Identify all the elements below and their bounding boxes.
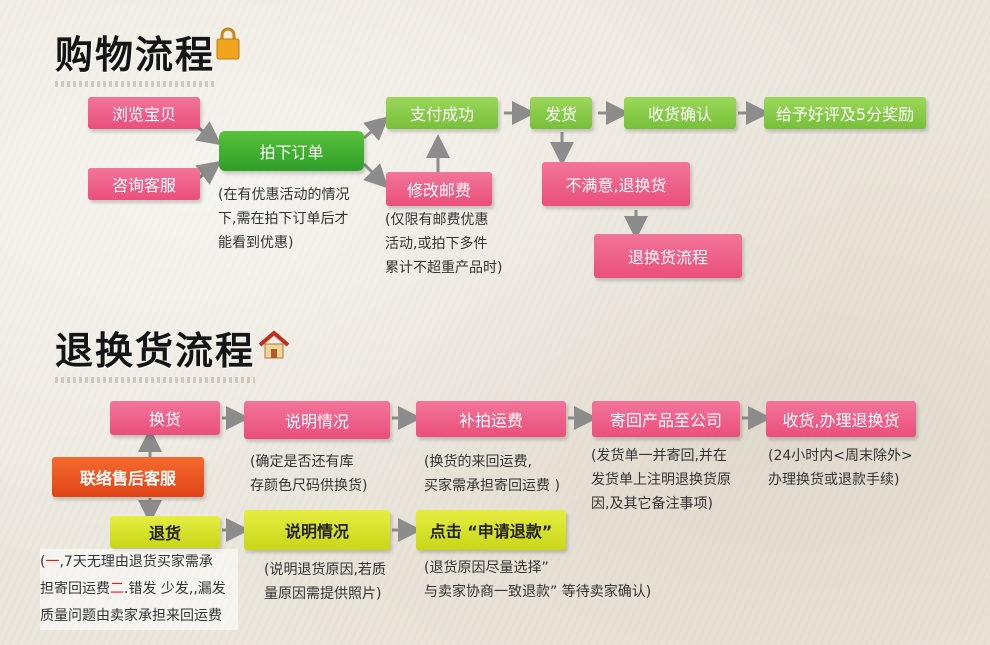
order-note: (在有优惠活动的情况 下,需在拍下订单后才 能看到优惠) bbox=[218, 187, 350, 251]
modify-postage-box: 修改邮费 bbox=[386, 172, 492, 206]
house-icon bbox=[258, 330, 290, 359]
browse-box: 浏览宝贝 bbox=[88, 97, 200, 129]
apply-note: (退货原因尽量选择” 与卖家协商一致退款” 等待卖家确认) bbox=[424, 560, 652, 600]
repay-note: (换货的来回运费, 买家需承担寄回运费 ) bbox=[424, 454, 560, 494]
exchange-box: 换货 bbox=[110, 401, 220, 435]
return-flow-box: 退换货流程 bbox=[594, 234, 742, 278]
service-box: 联络售后客服 bbox=[52, 457, 204, 497]
shopping-title: 购物流程 bbox=[55, 24, 216, 87]
postage-note: (仅限有邮费优惠 活动,或拍下多件 累计不超重产品时) bbox=[385, 212, 503, 276]
confirm-box: 收货确认 bbox=[624, 97, 736, 129]
unsatisfied-box: 不满意,退换货 bbox=[542, 162, 690, 206]
explain1-box: 说明情况 bbox=[244, 401, 390, 439]
place-order-box: 拍下订单 bbox=[219, 131, 364, 171]
send-back-box: 寄回产品至公司 bbox=[592, 401, 740, 437]
ship-box: 发货 bbox=[530, 97, 592, 129]
returns-title: 退换货流程 bbox=[55, 320, 256, 383]
lock-bag-icon bbox=[216, 27, 240, 60]
explain2-note: (说明退货原因,若质 量原因需提供照片) bbox=[264, 562, 386, 602]
receive-note: (24小时内<周末除外> 办理换货或退款手续) bbox=[768, 448, 913, 488]
review-box: 给予好评及5分奖励 bbox=[764, 97, 926, 129]
refund-box: 退货 bbox=[110, 516, 220, 548]
refund-note: (一,7天无理由退货买家需承 担寄回运费二.错发 少发,,漏发 质量问题由卖家承… bbox=[40, 549, 238, 630]
receive-box: 收货,办理退换货 bbox=[766, 401, 916, 437]
pay-box: 支付成功 bbox=[386, 97, 498, 129]
explain2-box: 说明情况 bbox=[244, 510, 390, 550]
explain1-note: (确定是否还有库 存颜色尺码供换货) bbox=[250, 454, 368, 494]
consult-box: 咨询客服 bbox=[88, 168, 200, 200]
apply-refund-box: 点击 “申请退款” bbox=[416, 510, 566, 550]
send-note: (发货单一并寄回,并在 发货单上注明退换货原 因,及其它备注事项) bbox=[591, 448, 731, 512]
repay-box: 补拍运费 bbox=[416, 401, 566, 437]
